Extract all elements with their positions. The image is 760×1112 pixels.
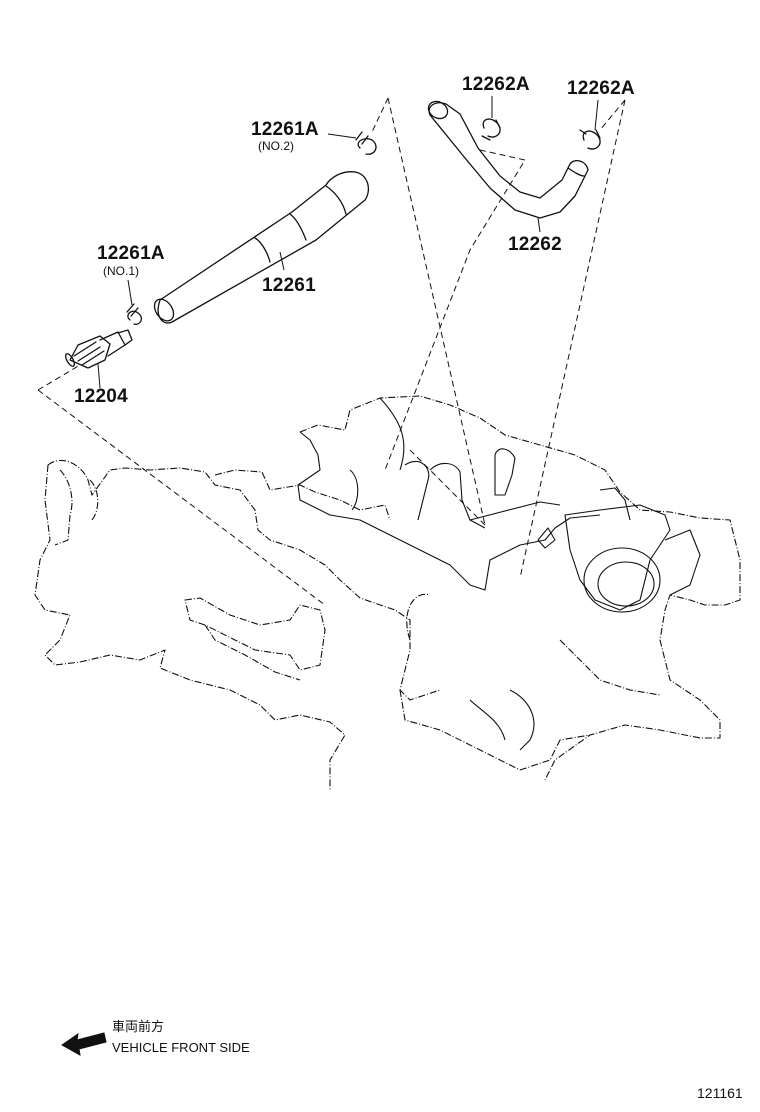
front-note-jp: 車両前方 bbox=[112, 1019, 164, 1034]
callout-12261: 12261 bbox=[262, 275, 316, 296]
clamp-no2 bbox=[327, 131, 377, 155]
clamp-12262a-left bbox=[481, 96, 501, 141]
engine-outline bbox=[34, 395, 741, 790]
part-number: 12261A bbox=[97, 243, 165, 264]
left-arrow-icon bbox=[61, 1032, 107, 1056]
callout-12204: 12204 bbox=[74, 386, 128, 407]
leader-lines bbox=[37, 97, 626, 606]
clamp-no1 bbox=[126, 279, 143, 325]
figure-id: 121161 bbox=[697, 1085, 743, 1101]
hose-12261 bbox=[153, 171, 369, 324]
part-number: 12261A bbox=[251, 119, 319, 140]
callout-12261a-no2: 12261A (NO.2) bbox=[251, 119, 319, 153]
front-direction-note: 車両前方 VEHICLE FRONT SIDE bbox=[61, 1019, 250, 1056]
callout-12262a-left: 12262A bbox=[462, 74, 530, 95]
pcv-valve-12204 bbox=[64, 329, 133, 389]
clamp-12262a-right bbox=[579, 99, 601, 150]
front-note-en: VEHICLE FRONT SIDE bbox=[112, 1040, 250, 1055]
callout-12261a-no1: 12261A (NO.1) bbox=[97, 243, 165, 278]
hose-12262 bbox=[427, 100, 589, 233]
part-sub: (NO.1) bbox=[103, 264, 139, 278]
callout-12262: 12262 bbox=[508, 234, 562, 255]
callout-12262a-right: 12262A bbox=[567, 78, 635, 99]
part-sub: (NO.2) bbox=[258, 139, 294, 153]
